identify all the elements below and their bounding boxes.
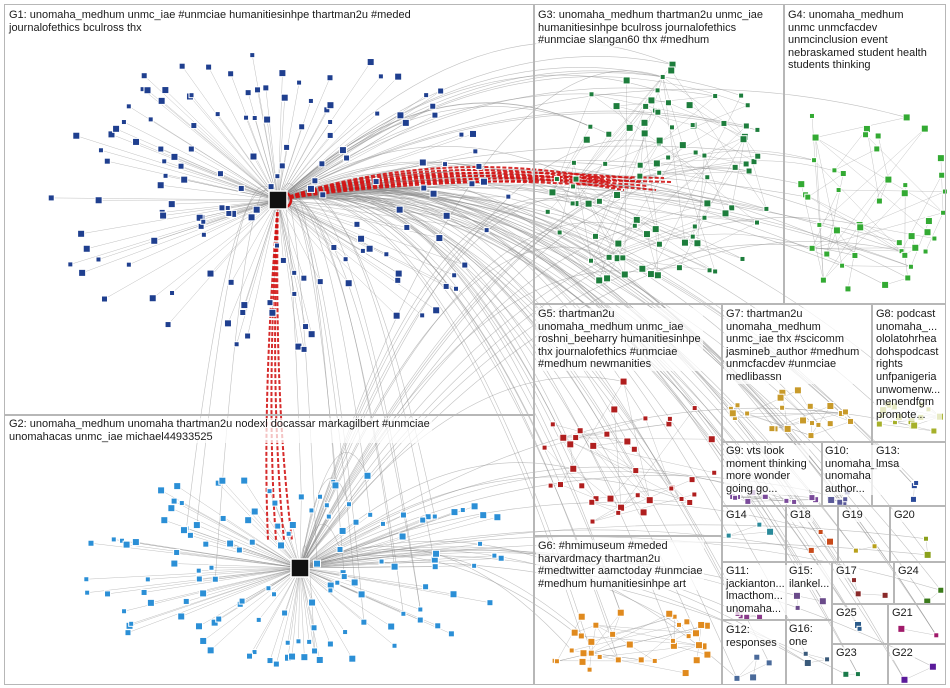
group-label-g6: G6: #hmimuseum #meded harvardmacy thartm… — [536, 540, 704, 590]
group-label-g25: G25 — [834, 607, 859, 620]
group-label-g11: G11: jackianton... lmacthom... unomaha..… — [724, 565, 787, 615]
group-label-g2: G2: unomaha_medhum unomaha thartman2u no… — [7, 418, 432, 443]
group-panel-g3 — [534, 4, 784, 304]
group-label-g16: G16: one — [787, 623, 815, 648]
group-label-g5: G5: thartman2u unomaha_medhum unmc_iae r… — [536, 308, 703, 371]
group-label-g22: G22 — [890, 647, 915, 660]
group-label-g17: G17 — [834, 565, 859, 578]
group-label-g23: G23 — [834, 647, 859, 660]
group-label-g20: G20 — [892, 509, 917, 522]
group-panel-g1 — [4, 4, 534, 415]
group-label-g3: G3: unomaha_medhum thartman2u unmc_iae h… — [536, 9, 765, 47]
group-label-g12: G12: responses — [724, 624, 779, 649]
group-label-g21: G21 — [890, 607, 915, 620]
group-label-g18: G18 — [788, 509, 813, 522]
group-label-g14: G14 — [724, 509, 749, 522]
group-label-g19: G19 — [840, 509, 865, 522]
group-label-g9: G9: vts look moment thinking more wonder… — [724, 445, 809, 495]
group-label-g4: G4: unomaha_medhum unmc unmcfacdev unmci… — [786, 9, 929, 72]
group-label-g24: G24 — [896, 565, 921, 578]
group-panel-g2 — [4, 415, 534, 685]
group-label-g15: G15: ilankel... — [787, 565, 831, 590]
group-label-g8: G8: podcast unomaha_... ololatohrhea doh… — [874, 308, 942, 421]
group-label-g13: G13: lmsa — [874, 445, 902, 470]
group-label-g1: G1: unomaha_medhum unmc_iae #unmciae hum… — [7, 9, 413, 34]
group-label-g7: G7: thartman2u unomaha_medhum unmc_iae t… — [724, 308, 861, 384]
